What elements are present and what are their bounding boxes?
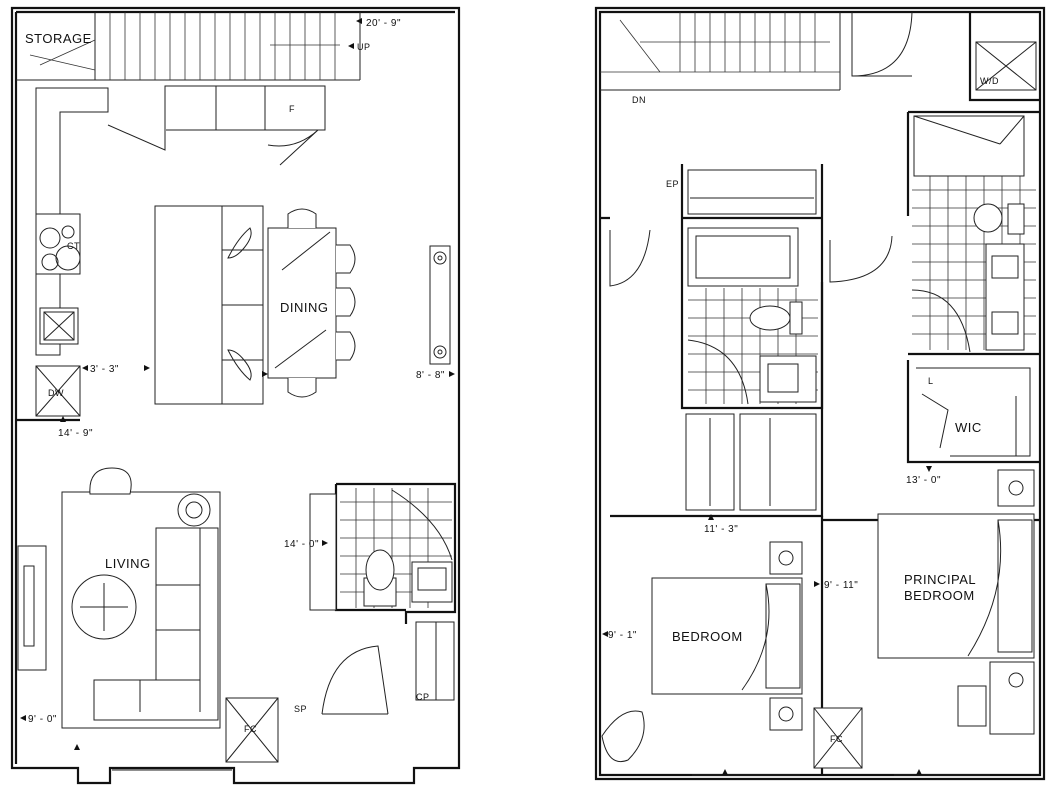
wic-dimension: 13' - 0" [906, 475, 941, 486]
storage-stair: STORAGE UP 20' - 9" [16, 12, 401, 81]
bath-length-dimension: 14' - 0" [284, 539, 319, 550]
upper-utility: FC [813, 707, 863, 769]
ep-label: EP [666, 179, 679, 189]
kitchen-length-dimension: 14' - 9" [58, 428, 93, 439]
dining-width-dimension: 8' - 8" [416, 370, 445, 381]
ensuite-bathroom [911, 115, 1036, 353]
washer-dryer-label: W/D [980, 76, 999, 86]
hall-closet: EP [609, 169, 893, 287]
sp-label: SP [294, 704, 307, 714]
walk-in-closet: L WIC 13' - 0" [906, 367, 1031, 486]
up-label: UP [357, 42, 371, 52]
upper-stair: DN [600, 11, 913, 105]
living-area: LIVING 9' - 0" [17, 467, 221, 750]
cooktop-label: CT [67, 241, 80, 251]
bedroom-label: BEDROOM [672, 629, 743, 644]
lower-floor: STORAGE UP 20' - 9" CT DW 3' - 3" 14' - … [10, 6, 461, 785]
dishwasher-label: DW [48, 388, 64, 398]
dining-label: DINING [280, 300, 329, 315]
storage-dimension: 20' - 9" [366, 18, 401, 29]
principal-bedroom: PRINCIPAL BEDROOM [877, 469, 1035, 776]
principal-bedroom-label-line1: PRINCIPAL [904, 572, 976, 587]
fridge-label: F [289, 104, 295, 114]
lower-bathroom: 14' - 0" [284, 482, 457, 624]
lower-furnace-label: FC [244, 724, 257, 734]
lower-floor-outer-wall [10, 6, 461, 785]
linen-label: L [928, 376, 934, 386]
upper-main-bathroom [687, 227, 818, 405]
upper-furnace-label: FC [830, 734, 843, 744]
principal-bedroom-label-line2: BEDROOM [904, 588, 975, 603]
living-label: LIVING [105, 556, 151, 571]
wic-label: WIC [955, 420, 982, 435]
laundry: W/D [968, 12, 1040, 102]
upper-floor-outer-wall [594, 6, 1046, 781]
storage-label: STORAGE [25, 31, 92, 46]
hall-storage: 11' - 3" [685, 413, 817, 535]
living-width-dimension: 9' - 0" [28, 714, 57, 725]
upper-floor: DN W/D EP [594, 6, 1046, 781]
down-label: DN [632, 95, 646, 105]
cp-label: CP [416, 692, 430, 702]
dining-area: DINING 8' - 8" [144, 205, 455, 405]
bedroom-depth-dimension: 9' - 1" [608, 630, 637, 641]
bedroom: BEDROOM 9' - 11" 9' - 1" [601, 541, 858, 776]
kitchen: CT DW 3' - 3" 14' - 9" F [35, 85, 326, 439]
kitchen-depth-dimension: 3' - 3" [90, 364, 119, 375]
hall-dimension: 11' - 3" [704, 524, 738, 535]
lower-utility: FC SP CP [112, 621, 455, 771]
bedroom-width-dimension: 9' - 11" [824, 580, 858, 591]
